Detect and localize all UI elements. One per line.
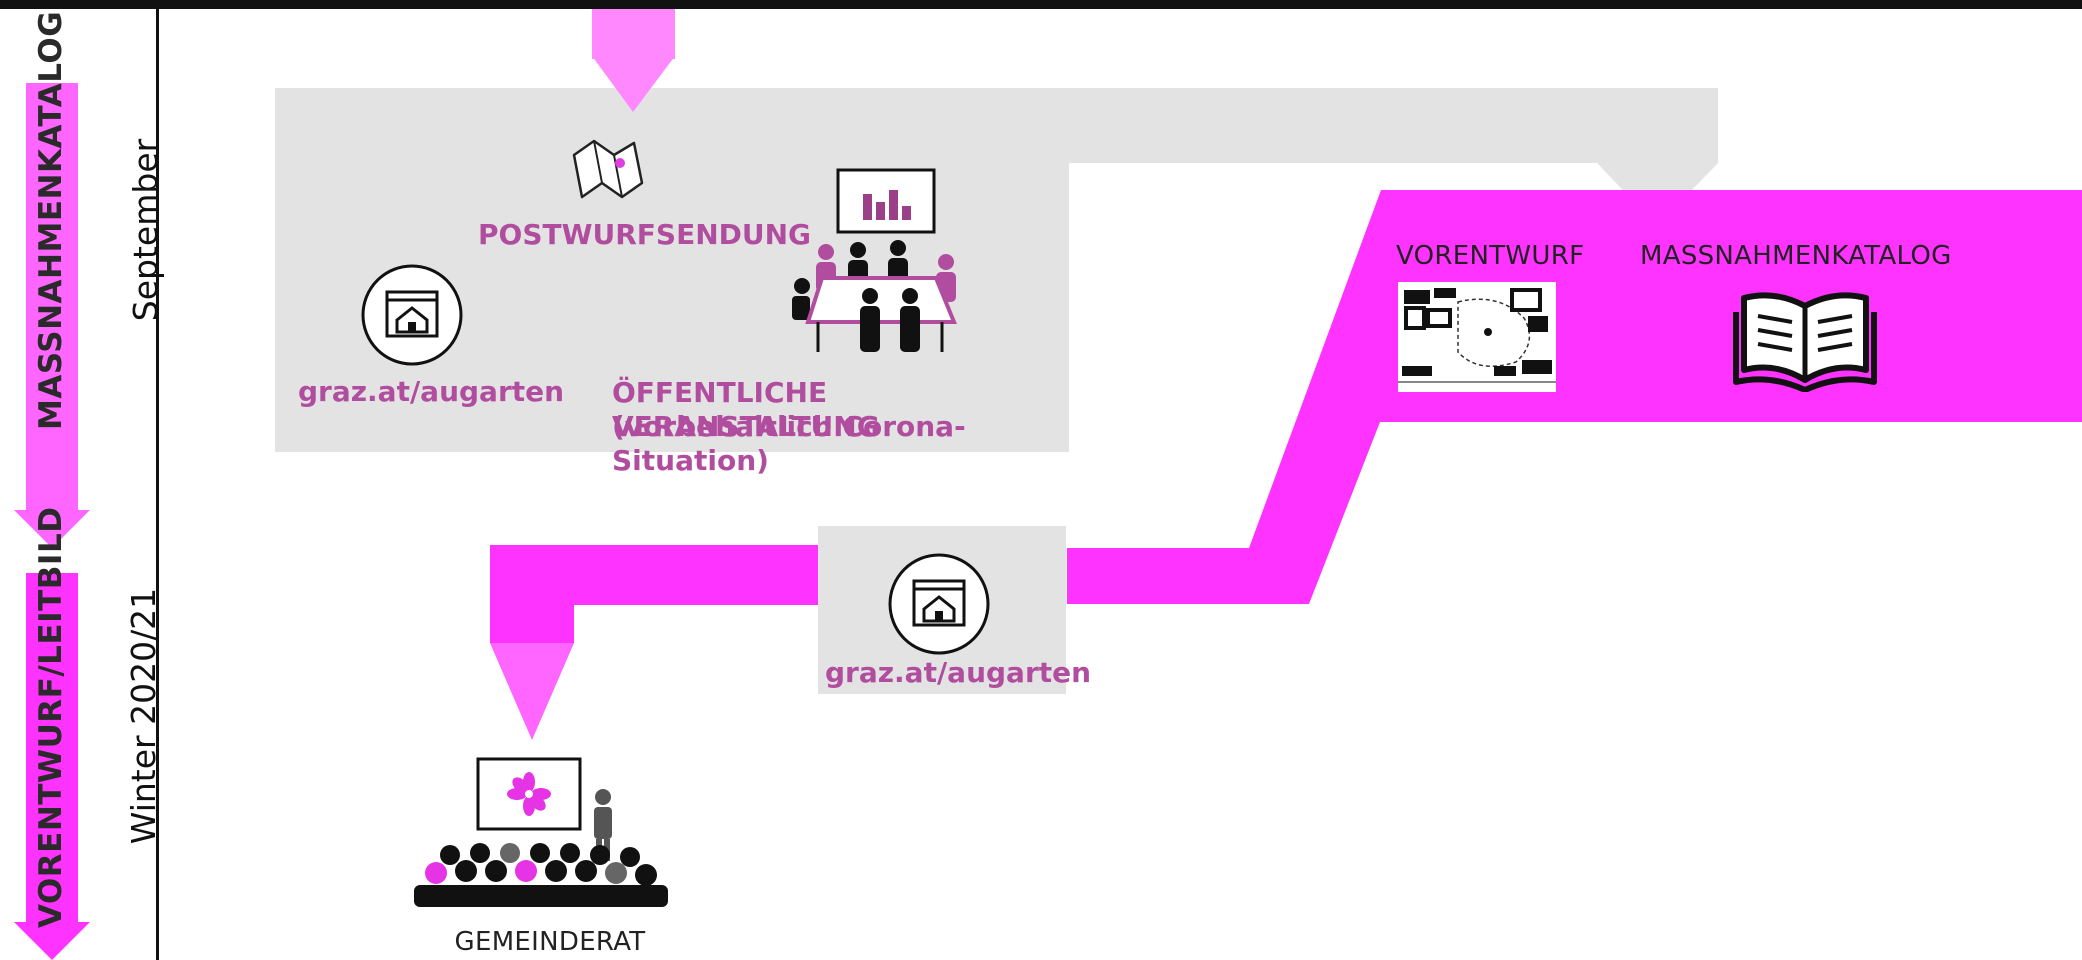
time-label-winter: Winter 2020/21 bbox=[124, 587, 163, 845]
timeline-divider bbox=[156, 0, 159, 960]
council-label: GEMEINDERAT bbox=[454, 927, 646, 957]
council-audience-icon bbox=[414, 757, 668, 907]
draft-label: VORENTWURF bbox=[1396, 241, 1585, 271]
time-label-september: September bbox=[126, 138, 165, 322]
flow-band-right bbox=[1067, 190, 2082, 604]
incoming-arrowhead bbox=[592, 56, 675, 112]
phase-arrow-massnahmenkatalog bbox=[26, 83, 78, 510]
mail-label: POSTWURFSENDUNG bbox=[478, 218, 812, 251]
incoming-arrow bbox=[592, 9, 675, 59]
event-label-line1: ÖFFENTLICHE VERANSTALTUNG bbox=[612, 376, 880, 443]
website-home-icon bbox=[361, 264, 463, 366]
open-book-icon bbox=[1733, 292, 1877, 392]
site-plan-icon bbox=[1398, 282, 1556, 392]
catalog-label: MASSNAHMENKATALOG bbox=[1640, 241, 1952, 271]
phase-label-vorentwurf: VORENTWURF/LEITBILD bbox=[33, 506, 69, 928]
phase-arrowhead-1 bbox=[14, 510, 90, 548]
event-label-line2: (vorbehaltlich Corona-Situation) bbox=[612, 410, 966, 477]
meeting-presentation-icon bbox=[792, 168, 957, 352]
folded-map-icon bbox=[572, 139, 644, 199]
web-label-lower: graz.at/augarten bbox=[825, 656, 1092, 689]
phase-label-massnahmenkatalog: MASSNAHMENKATALOG bbox=[33, 10, 69, 430]
web-label-upper: graz.at/augarten bbox=[298, 375, 565, 408]
flow-arrowhead-council bbox=[490, 643, 574, 740]
phase-arrow-vorentwurf bbox=[26, 573, 78, 925]
flow-band-down bbox=[490, 545, 574, 643]
top-border bbox=[0, 0, 2082, 9]
phase-arrowhead-2 bbox=[14, 922, 90, 960]
website-home-icon-lower bbox=[888, 553, 990, 655]
